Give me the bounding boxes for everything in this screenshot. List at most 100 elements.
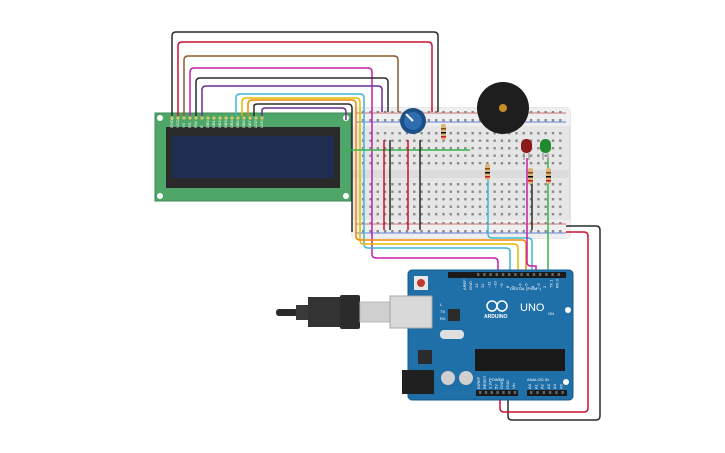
digital-pin[interactable] (545, 273, 548, 276)
breadboard-hole[interactable] (435, 139, 438, 142)
breadboard-hole[interactable] (544, 213, 547, 216)
rail-hole[interactable] (369, 111, 372, 114)
rail-hole[interactable] (362, 222, 365, 225)
breadboard-hole[interactable] (522, 183, 525, 186)
rail-hole[interactable] (383, 111, 387, 114)
analog-pin[interactable] (548, 391, 552, 394)
rail-hole[interactable] (471, 111, 474, 114)
breadboard-hole[interactable] (405, 213, 409, 216)
rail-hole[interactable] (500, 222, 504, 225)
breadboard-hole[interactable] (391, 147, 394, 150)
rail-hole[interactable] (478, 119, 482, 122)
lcd-pin[interactable] (224, 116, 228, 120)
breadboard-hole[interactable] (449, 139, 452, 142)
breadboard-hole[interactable] (449, 147, 452, 150)
breadboard-hole[interactable] (456, 132, 460, 135)
breadboard-hole[interactable] (442, 183, 445, 186)
breadboard-hole[interactable] (478, 183, 482, 186)
breadboard-hole[interactable] (362, 162, 365, 165)
rail-hole[interactable] (413, 230, 416, 233)
red-led[interactable] (521, 139, 532, 160)
lcd-pin[interactable] (248, 116, 252, 120)
breadboard-hole[interactable] (442, 162, 445, 165)
breadboard-hole[interactable] (369, 198, 372, 201)
breadboard-hole[interactable] (442, 147, 445, 150)
digital-pin[interactable] (501, 273, 505, 276)
rail-hole[interactable] (391, 222, 394, 225)
rail-hole[interactable] (493, 230, 496, 233)
rail-hole[interactable] (362, 111, 365, 114)
breadboard-hole[interactable] (493, 154, 496, 157)
breadboard-hole[interactable] (544, 198, 547, 201)
resistor[interactable] (546, 168, 551, 184)
breadboard-hole[interactable] (456, 162, 460, 165)
breadboard-hole[interactable] (529, 205, 533, 208)
breadboard-hole[interactable] (551, 132, 555, 135)
breadboard-hole[interactable] (478, 213, 482, 216)
digital-pin[interactable] (526, 273, 529, 276)
breadboard-hole[interactable] (471, 205, 474, 208)
breadboard-hole[interactable] (449, 132, 452, 135)
breadboard-hole[interactable] (420, 162, 423, 165)
rail-hole[interactable] (405, 222, 409, 225)
breadboard-hole[interactable] (413, 213, 416, 216)
breadboard-hole[interactable] (500, 198, 504, 201)
breadboard-hole[interactable] (383, 132, 387, 135)
breadboard-hole[interactable] (478, 132, 482, 135)
breadboard-hole[interactable] (369, 154, 372, 157)
breadboard-hole[interactable] (362, 139, 365, 142)
breadboard-hole[interactable] (449, 154, 452, 157)
breadboard-hole[interactable] (376, 198, 379, 201)
breadboard-hole[interactable] (559, 147, 562, 150)
rail-hole[interactable] (420, 230, 423, 233)
breadboard-hole[interactable] (383, 139, 387, 142)
breadboard-hole[interactable] (551, 183, 555, 186)
breadboard-hole[interactable] (559, 183, 562, 186)
breadboard-hole[interactable] (493, 190, 496, 193)
rail-hole[interactable] (442, 222, 445, 225)
breadboard-hole[interactable] (405, 198, 409, 201)
rail-hole[interactable] (449, 119, 452, 122)
breadboard-hole[interactable] (391, 198, 394, 201)
breadboard-hole[interactable] (435, 198, 438, 201)
rail-hole[interactable] (369, 230, 372, 233)
breadboard-hole[interactable] (413, 154, 416, 157)
resistor[interactable] (528, 168, 533, 184)
breadboard-hole[interactable] (376, 139, 379, 142)
power-pin[interactable] (496, 391, 499, 394)
rail-hole[interactable] (537, 222, 540, 225)
rail-hole[interactable] (456, 230, 460, 233)
breadboard-hole[interactable] (515, 162, 518, 165)
analog-pin[interactable] (561, 391, 564, 394)
breadboard-hole[interactable] (551, 147, 555, 150)
breadboard-hole[interactable] (500, 183, 504, 186)
breadboard-hole[interactable] (537, 147, 540, 150)
breadboard-hole[interactable] (369, 190, 372, 193)
rail-hole[interactable] (413, 222, 416, 225)
digital-pin[interactable] (477, 273, 480, 276)
breadboard-hole[interactable] (435, 205, 438, 208)
breadboard-hole[interactable] (427, 132, 431, 135)
breadboard-hole[interactable] (508, 190, 511, 193)
breadboard-hole[interactable] (362, 198, 365, 201)
breadboard-hole[interactable] (529, 183, 533, 186)
breadboard-hole[interactable] (413, 190, 416, 193)
rail-hole[interactable] (508, 222, 511, 225)
breadboard-hole[interactable] (413, 162, 416, 165)
breadboard-hole[interactable] (391, 190, 394, 193)
breadboard-hole[interactable] (413, 139, 416, 142)
breadboard-hole[interactable] (537, 154, 540, 157)
rail-hole[interactable] (537, 119, 540, 122)
breadboard-hole[interactable] (369, 205, 372, 208)
rail-hole[interactable] (435, 230, 438, 233)
analog-pin[interactable] (530, 391, 533, 394)
digital-pin[interactable] (508, 273, 511, 276)
rail-hole[interactable] (544, 230, 547, 233)
lcd-pin[interactable] (254, 116, 258, 120)
digital-pin[interactable] (520, 273, 523, 276)
lcd-pin[interactable] (176, 116, 180, 120)
rail-hole[interactable] (435, 119, 438, 122)
rail-hole[interactable] (515, 230, 518, 233)
rail-hole[interactable] (383, 230, 387, 233)
